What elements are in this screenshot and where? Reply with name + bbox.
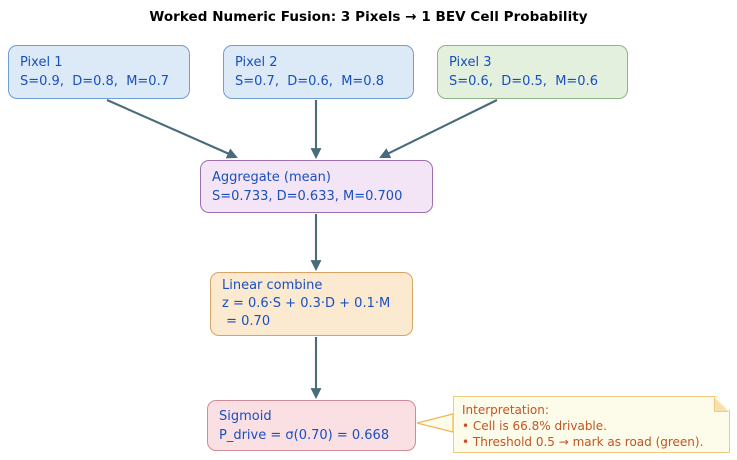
folded-corner-icon [714, 397, 729, 412]
node-linear-formula: z = 0.6·S + 0.3·D + 0.1·M [222, 296, 391, 311]
node-pixel-2-values: S=0.7, D=0.6, M=0.8 [235, 74, 384, 89]
node-aggregate-label: Aggregate (mean) [212, 169, 331, 185]
node-linear-combine[interactable]: Linear combine z = 0.6·S + 0.3·D + 0.1·M… [210, 272, 413, 336]
node-linear-label: Linear combine [222, 278, 323, 293]
edge-pixel3-to-aggregate [379, 99, 498, 159]
node-aggregate-values: S=0.733, D=0.633, M=0.700 [212, 188, 403, 204]
node-pixel-1-values: S=0.9, D=0.8, M=0.7 [20, 74, 169, 89]
page-title: Worked Numeric Fusion: 3 Pixels → 1 BEV … [149, 9, 588, 25]
node-pixel-2[interactable]: Pixel 2 S=0.7, D=0.6, M=0.8 [223, 45, 414, 99]
node-pixel-3-label: Pixel 3 [449, 55, 492, 70]
note-bullet-2: • Threshold 0.5 → mark as road (green). [462, 435, 704, 449]
node-pixel-3-values: S=0.6, D=0.5, M=0.6 [449, 74, 598, 89]
node-sigmoid[interactable]: Sigmoid P_drive = σ(0.70) = 0.668 [207, 400, 416, 451]
note-heading: Interpretation: [462, 403, 549, 417]
note-bullet-1: • Cell is 66.8% drivable. [462, 419, 607, 433]
node-sigmoid-values: P_drive = σ(0.70) = 0.668 [219, 427, 390, 443]
edge-pixel1-to-aggregate [106, 99, 238, 159]
node-aggregate[interactable]: Aggregate (mean) S=0.733, D=0.633, M=0.7… [200, 160, 433, 213]
node-sigmoid-label: Sigmoid [219, 408, 272, 424]
node-pixel-1-label: Pixel 1 [20, 55, 63, 70]
node-pixel-2-label: Pixel 2 [235, 55, 278, 70]
node-linear-result: = 0.70 [222, 314, 271, 329]
node-pixel-1[interactable]: Pixel 1 S=0.9, D=0.8, M=0.7 [8, 45, 190, 99]
note-interpretation[interactable]: Interpretation: • Cell is 66.8% drivable… [453, 396, 730, 453]
node-pixel-3[interactable]: Pixel 3 S=0.6, D=0.5, M=0.6 [437, 45, 628, 99]
edge-sigmoid-to-note [416, 413, 454, 433]
